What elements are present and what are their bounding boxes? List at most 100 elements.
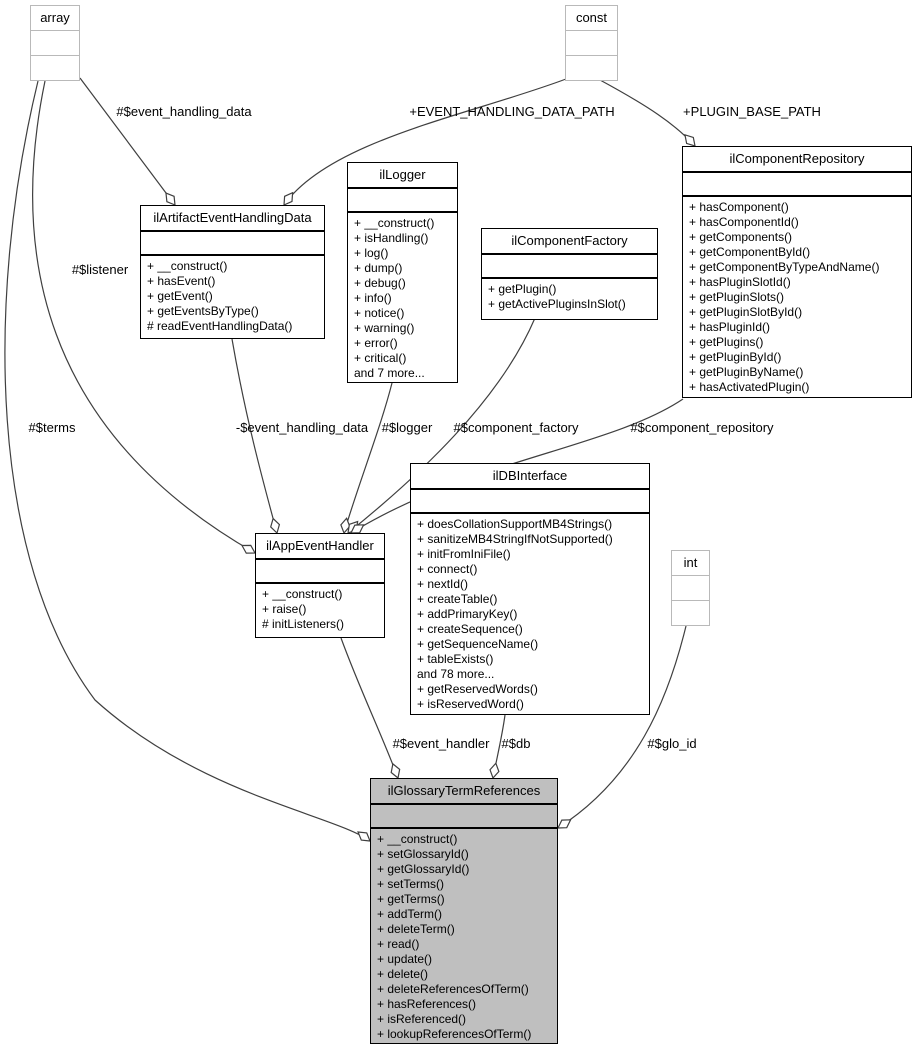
edge-label: +EVENT_HANDLING_DATA_PATH xyxy=(409,104,615,119)
method-row: + __construct() xyxy=(262,587,343,601)
method-row: + getComponentByTypeAndName() xyxy=(689,260,880,274)
method-row: + getPluginSlotById() xyxy=(689,305,803,319)
aggregation-diamond xyxy=(283,191,294,206)
method-row: + __construct() xyxy=(377,832,458,846)
method-row: # initListeners() xyxy=(262,617,345,631)
edge-label: #$logger xyxy=(381,420,433,435)
method-row: + hasActivatedPlugin() xyxy=(689,380,810,394)
method-row: + setTerms() xyxy=(377,877,445,891)
aggregation-diamond xyxy=(489,762,500,780)
attributes-compartment xyxy=(683,173,911,197)
method-row: + sanitizeMB4StringIfNotSupported() xyxy=(417,532,613,546)
methods-compartment: + getPlugin()+ getActivePluginsInSlot() xyxy=(482,279,657,312)
attributes-compartment xyxy=(31,31,79,56)
aggregation-diamond xyxy=(165,192,176,206)
attributes-compartment xyxy=(371,805,557,829)
methods-compartment: + __construct()+ raise()# initListeners(… xyxy=(256,584,384,632)
edge-component-factory xyxy=(347,317,536,534)
method-row: + getEventsByType() xyxy=(147,304,259,318)
method-row: + doesCollationSupportMB4Strings() xyxy=(417,517,613,531)
method-row: + createTable() xyxy=(417,592,498,606)
method-row: + isHandling() xyxy=(354,231,429,245)
class-title: ilAppEventHandler xyxy=(256,534,384,560)
edge-label: #$event_handler xyxy=(392,736,490,751)
class-title: int xyxy=(672,551,709,576)
method-row: + critical() xyxy=(354,351,407,365)
edge-logger xyxy=(343,382,393,534)
method-row: + hasReferences() xyxy=(377,997,477,1011)
method-row: + update() xyxy=(377,952,433,966)
edge-event-handling-data xyxy=(79,77,176,206)
method-row: + info() xyxy=(354,291,392,305)
edge-terms xyxy=(4,80,371,842)
method-row: + getComponents() xyxy=(689,230,793,244)
class-ilGlossaryTermReferences[interactable]: ilGlossaryTermReferences + __construct()… xyxy=(370,778,558,1044)
method-row: + lookupReferencesOfTerm() xyxy=(377,1027,532,1041)
methods-compartment xyxy=(566,56,617,80)
aggregation-diamond xyxy=(270,517,281,535)
aggregation-diamond xyxy=(240,544,257,554)
methods-compartment: + __construct()+ hasEvent()+ getEvent()+… xyxy=(141,256,324,334)
method-row: + hasEvent() xyxy=(147,274,216,288)
class-title: const xyxy=(566,6,617,31)
edge-label: #$component_factory xyxy=(453,420,579,435)
method-row: + getComponentById() xyxy=(689,245,811,259)
edge-label: #$listener xyxy=(71,262,129,277)
method-row: + raise() xyxy=(262,602,307,616)
class-title: ilDBInterface xyxy=(411,464,649,490)
class-ilLogger[interactable]: ilLogger + __construct()+ isHandling()+ … xyxy=(347,162,458,383)
method-row: + read() xyxy=(377,937,420,951)
method-row: + dump() xyxy=(354,261,403,275)
method-row: + addTerm() xyxy=(377,907,443,921)
method-row: + log() xyxy=(354,246,389,260)
attributes-compartment xyxy=(672,576,709,601)
class-ilAppEventHandler[interactable]: ilAppEventHandler + __construct()+ raise… xyxy=(255,533,385,638)
method-row: + connect() xyxy=(417,562,478,576)
attributes-compartment xyxy=(256,560,384,584)
edge-component-repository xyxy=(350,398,684,534)
method-row: + hasComponentId() xyxy=(689,215,799,229)
class-int: int xyxy=(671,550,710,626)
method-row: + initFromIniFile() xyxy=(417,547,511,561)
method-row: + deleteTerm() xyxy=(377,922,455,936)
method-row: # readEventHandlingData() xyxy=(147,319,293,333)
edge-label: -$event_handling_data xyxy=(235,420,369,435)
class-ilDBInterface[interactable]: ilDBInterface + doesCollationSupportMB4S… xyxy=(410,463,650,715)
method-row: + isReferenced() xyxy=(377,1012,467,1026)
method-row: + __construct() xyxy=(147,259,228,273)
method-row: + hasPluginSlotId() xyxy=(689,275,791,289)
method-row: + deleteReferencesOfTerm() xyxy=(377,982,529,996)
method-row: + error() xyxy=(354,336,398,350)
class-title: array xyxy=(31,6,79,31)
edge-label: #$event_handling_data xyxy=(116,104,252,119)
class-title: ilComponentRepository xyxy=(683,147,911,173)
class-title: ilLogger xyxy=(348,163,457,189)
method-row: + getReservedWords() xyxy=(417,682,538,696)
methods-compartment: + hasComponent()+ hasComponentId()+ getC… xyxy=(683,197,911,395)
class-title: ilArtifactEventHandlingData xyxy=(141,206,324,232)
method-row: + nextId() xyxy=(417,577,469,591)
class-ilArtifactEventHandlingData[interactable]: ilArtifactEventHandlingData + __construc… xyxy=(140,205,325,339)
edge-label: #$db xyxy=(501,736,531,751)
edge-event-handler xyxy=(340,637,399,779)
class-ilComponentFactory[interactable]: ilComponentFactory + getPlugin()+ getAct… xyxy=(481,228,658,320)
class-array: array xyxy=(30,5,80,81)
aggregation-diamond xyxy=(357,831,371,842)
class-title: ilGlossaryTermReferences xyxy=(371,779,557,805)
class-ilComponentRepository[interactable]: ilComponentRepository + hasComponent()+ … xyxy=(682,146,912,398)
edge-label: #$terms xyxy=(28,420,76,435)
method-row: + hasPluginId() xyxy=(689,320,771,334)
aggregation-diamond xyxy=(350,524,365,534)
edge-label: #$component_repository xyxy=(630,420,774,435)
method-row: + __construct() xyxy=(354,216,435,230)
method-row: + getPluginById() xyxy=(689,350,782,364)
edge-label: +PLUGIN_BASE_PATH xyxy=(683,104,821,119)
aggregation-diamond xyxy=(390,762,401,780)
method-row: + getPluginSlots() xyxy=(689,290,785,304)
method-row: + getGlossaryId() xyxy=(377,862,470,876)
methods-compartment: + doesCollationSupportMB4Strings()+ sani… xyxy=(411,514,649,712)
aggregation-diamond xyxy=(684,133,696,147)
method-row: + getPlugins() xyxy=(689,335,764,349)
method-row: + setGlossaryId() xyxy=(377,847,469,861)
edge-app-event-handling-data xyxy=(231,338,278,534)
